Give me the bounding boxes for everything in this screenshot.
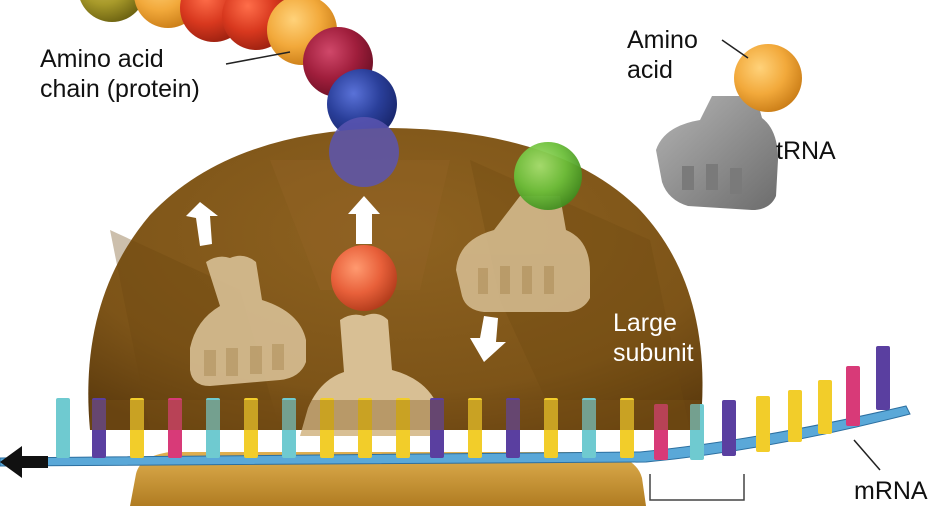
large-subunit-label-line2: subunit: [613, 339, 694, 367]
amino-acid-green: [514, 142, 582, 210]
mrna-bases: [56, 346, 890, 460]
arrow-up-icon: [348, 196, 380, 244]
codon-bracket: [649, 474, 745, 501]
small-subunit: [130, 452, 646, 506]
amino-acid-label-line1: Amino: [627, 26, 698, 54]
amino-acid-blue-inner: [329, 117, 399, 187]
amino-acid-chain-label: Amino acid chain (protein): [40, 44, 200, 104]
amino-acid-salmon: [331, 245, 397, 311]
arrow-up-icon: [186, 202, 218, 246]
trna-label: tRNA: [776, 137, 836, 165]
ribosome-overlay: [90, 400, 700, 430]
chain-pointer: [225, 51, 291, 65]
mrna-label: mRNA: [854, 477, 928, 505]
trna-exiting: [190, 255, 306, 386]
free-trna: [656, 96, 778, 210]
trna-incoming: [456, 196, 590, 312]
amino-acid-pointer: [721, 39, 749, 59]
arrow-left-icon: [0, 446, 48, 478]
amino-acid-chain-label-line2: chain (protein): [40, 75, 200, 103]
mrna-strand: [0, 405, 911, 467]
free-amino-acid: [734, 44, 802, 112]
amino-acid-chain: [80, 0, 397, 139]
amino-acid-label: Amino acid: [627, 25, 698, 85]
large-subunit-label: Large subunit: [613, 308, 694, 368]
mrna-pointer: [853, 439, 881, 471]
amino-acid-olive: [80, 0, 144, 22]
arrow-down-icon: [470, 316, 506, 362]
large-subunit-label-line1: Large: [613, 309, 677, 337]
amino-acid-label-line2: acid: [627, 56, 673, 84]
amino-acid-chain-label-line1: Amino acid: [40, 45, 164, 73]
